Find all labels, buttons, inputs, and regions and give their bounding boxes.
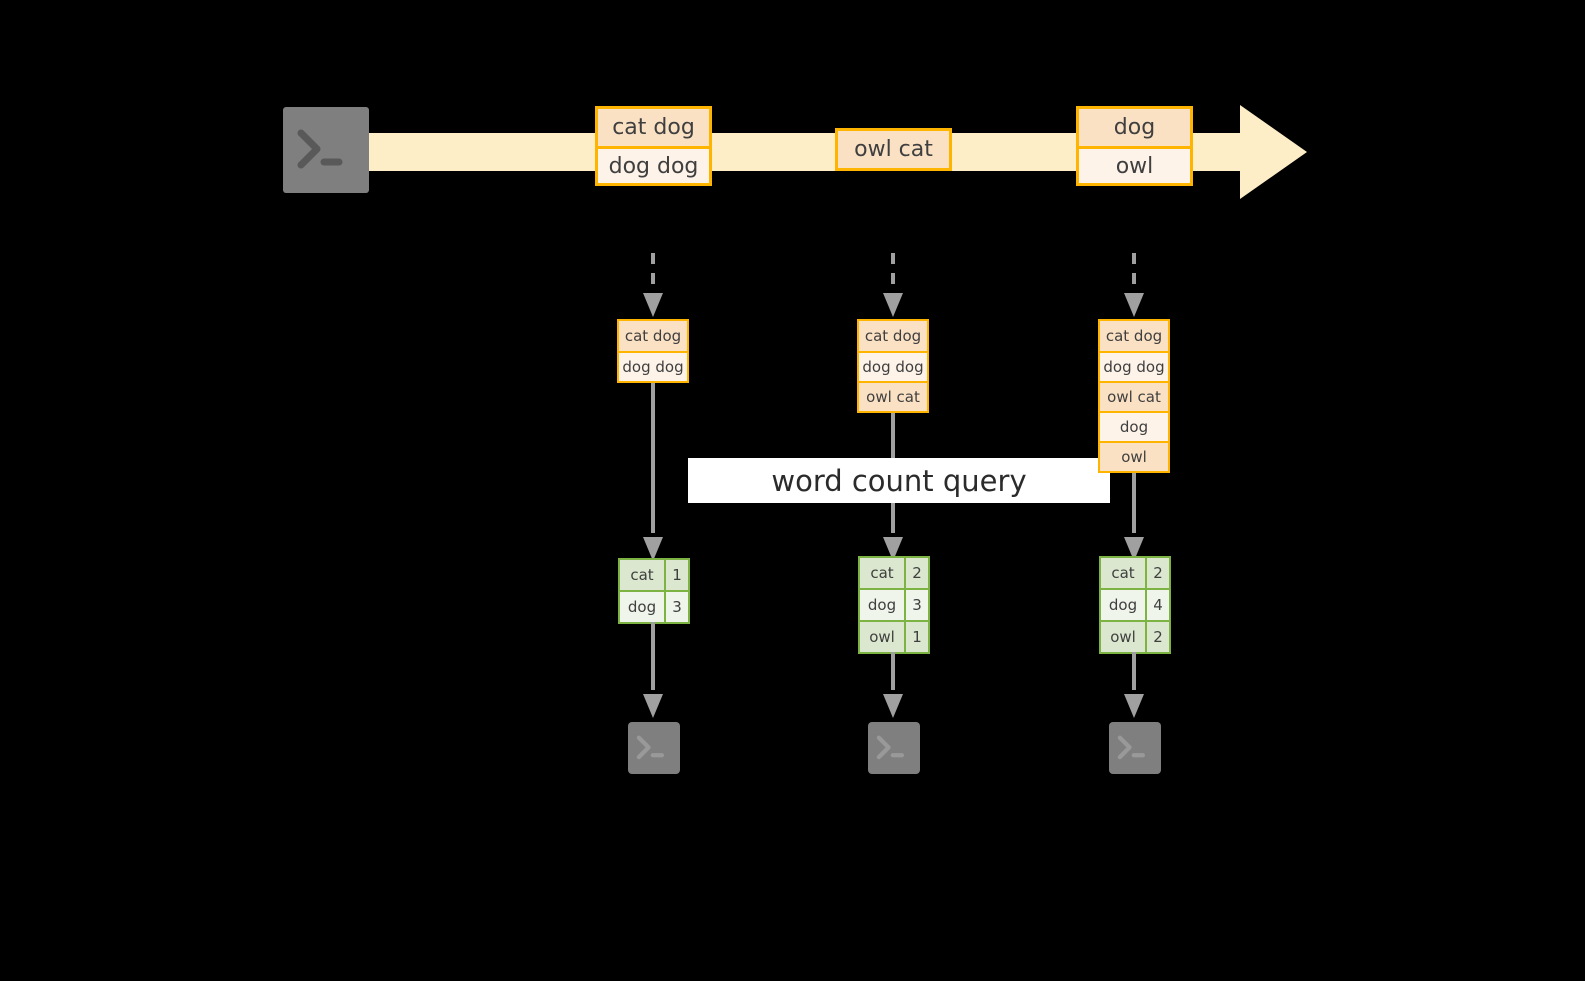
prompt-glyph-icon xyxy=(636,735,664,760)
snapshot-row: cat dog xyxy=(1100,321,1168,351)
snapshot-row: cat dog xyxy=(619,321,687,351)
stream-record-row: dog xyxy=(1079,109,1190,146)
source-terminal-icon[interactable] xyxy=(274,98,378,202)
result-count: 4 xyxy=(1145,590,1169,620)
snapshot-row: cat dog xyxy=(859,321,927,351)
stream-to-snapshot-connector xyxy=(883,253,903,317)
sink-terminal-2[interactable] xyxy=(862,716,926,780)
snapshot-row: owl xyxy=(1100,441,1168,471)
terminal-screen xyxy=(1109,722,1161,774)
result-count: 3 xyxy=(904,590,928,620)
stream-record-group-1[interactable]: cat dog dog dog xyxy=(595,106,712,186)
snapshot-stack-1[interactable]: cat dog dog dog xyxy=(617,319,689,383)
stream-record-row: owl cat xyxy=(838,131,949,168)
result-word: dog xyxy=(860,590,904,620)
prompt-glyph-icon xyxy=(876,735,904,760)
terminal-screen xyxy=(628,722,680,774)
result-to-sink-connector xyxy=(643,622,663,718)
stream-to-snapshot-connector xyxy=(643,253,663,317)
query-label-text: word count query xyxy=(771,463,1027,498)
stream-record-row: owl xyxy=(1079,146,1190,183)
result-row: owl 2 xyxy=(1101,620,1169,652)
result-word: dog xyxy=(1101,590,1145,620)
result-count: 2 xyxy=(904,558,928,588)
result-table-3[interactable]: cat 2 dog 4 owl 2 xyxy=(1099,556,1171,654)
terminal-screen xyxy=(283,107,369,193)
result-word: cat xyxy=(860,558,904,588)
snapshot-stack-2[interactable]: cat dog dog dog owl cat xyxy=(857,319,929,413)
snapshot-row: owl cat xyxy=(1100,381,1168,411)
result-table-2[interactable]: cat 2 dog 3 owl 1 xyxy=(858,556,930,654)
result-word: cat xyxy=(1101,558,1145,588)
snapshot-row: dog dog xyxy=(859,351,927,381)
stream-record-group-3[interactable]: dog owl xyxy=(1076,106,1193,186)
snapshot-to-result-connector xyxy=(643,381,663,561)
result-row: dog 3 xyxy=(620,590,688,622)
result-row: dog 4 xyxy=(1101,588,1169,620)
result-word: cat xyxy=(620,560,664,590)
prompt-glyph-icon xyxy=(297,129,343,169)
result-to-sink-connector xyxy=(883,652,903,718)
snapshot-row: dog dog xyxy=(1100,351,1168,381)
result-count: 3 xyxy=(664,592,688,622)
result-count: 1 xyxy=(904,622,928,652)
stream-record-group-2[interactable]: owl cat xyxy=(835,128,952,171)
prompt-glyph-icon xyxy=(1117,735,1145,760)
result-count: 2 xyxy=(1145,622,1169,652)
result-to-sink-connector xyxy=(1124,652,1144,718)
stream-record-row: cat dog xyxy=(598,109,709,146)
result-row: cat 2 xyxy=(1101,558,1169,588)
result-row: cat 2 xyxy=(860,558,928,588)
result-row: dog 3 xyxy=(860,588,928,620)
result-word: owl xyxy=(1101,622,1145,652)
result-word: dog xyxy=(620,592,664,622)
terminal-screen xyxy=(868,722,920,774)
result-count: 1 xyxy=(664,560,688,590)
result-row: owl 1 xyxy=(860,620,928,652)
snapshot-row: dog xyxy=(1100,411,1168,441)
result-count: 2 xyxy=(1145,558,1169,588)
result-table-1[interactable]: cat 1 dog 3 xyxy=(618,558,690,624)
result-row: cat 1 xyxy=(620,560,688,590)
sink-terminal-1[interactable] xyxy=(622,716,686,780)
snapshot-row: owl cat xyxy=(859,381,927,411)
query-label: word count query xyxy=(688,458,1110,503)
stream-record-row: dog dog xyxy=(598,146,709,183)
sink-terminal-3[interactable] xyxy=(1103,716,1167,780)
snapshot-row: dog dog xyxy=(619,351,687,381)
snapshot-to-result-connector xyxy=(1124,471,1144,561)
result-word: owl xyxy=(860,622,904,652)
stream-to-snapshot-connector xyxy=(1124,253,1144,317)
snapshot-stack-3[interactable]: cat dog dog dog owl cat dog owl xyxy=(1098,319,1170,473)
